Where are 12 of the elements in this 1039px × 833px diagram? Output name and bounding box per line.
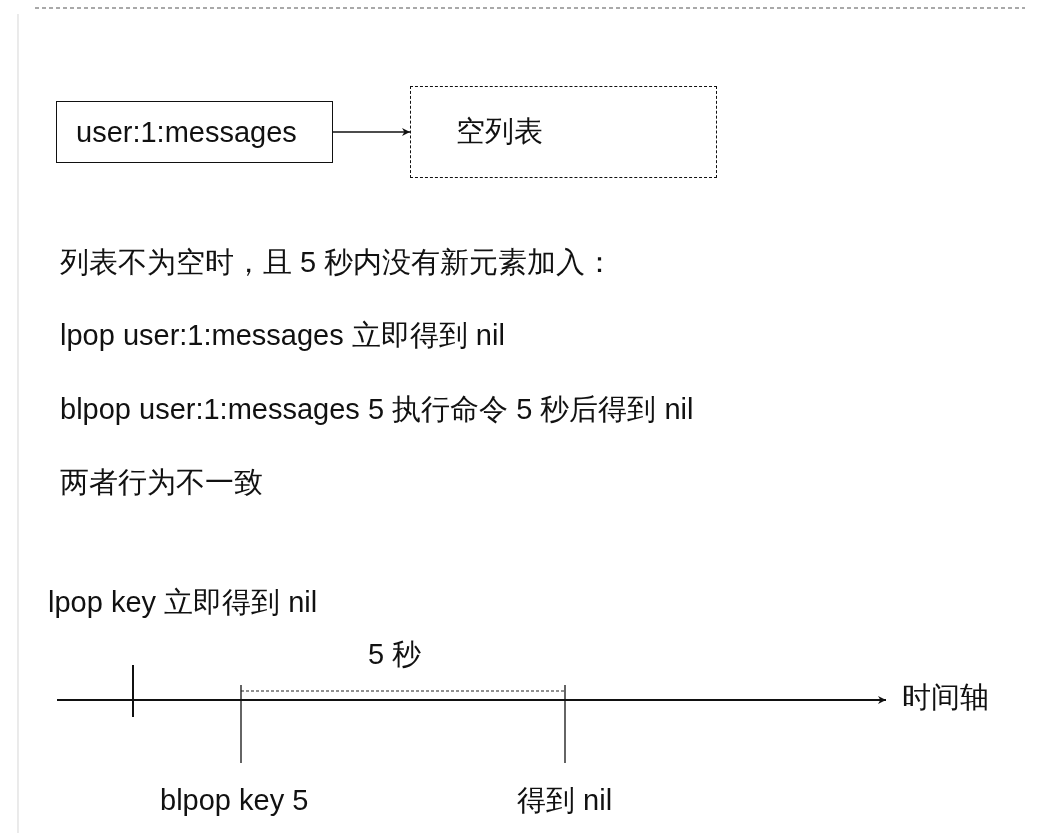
event-label: lpop key 立即得到 nil <box>48 585 318 619</box>
note-text: 两者行为不一致 <box>60 465 263 499</box>
note-text: 列表不为空时，且 5 秒内没有新元素加入： <box>60 245 615 279</box>
empty-list-box: 空列表 <box>410 86 717 178</box>
note-text: blpop user:1:messages 5 执行命令 5 秒后得到 nil <box>60 392 694 426</box>
axis-label: 时间轴 <box>902 680 989 714</box>
key-box: user:1:messages <box>56 101 333 163</box>
duration-label: 5 秒 <box>368 637 422 671</box>
arrow <box>332 128 411 136</box>
event-label: blpop key 5 <box>160 783 309 817</box>
event-label: 得到 nil <box>517 783 613 817</box>
note-text: lpop user:1:messages 立即得到 nil <box>60 318 505 352</box>
